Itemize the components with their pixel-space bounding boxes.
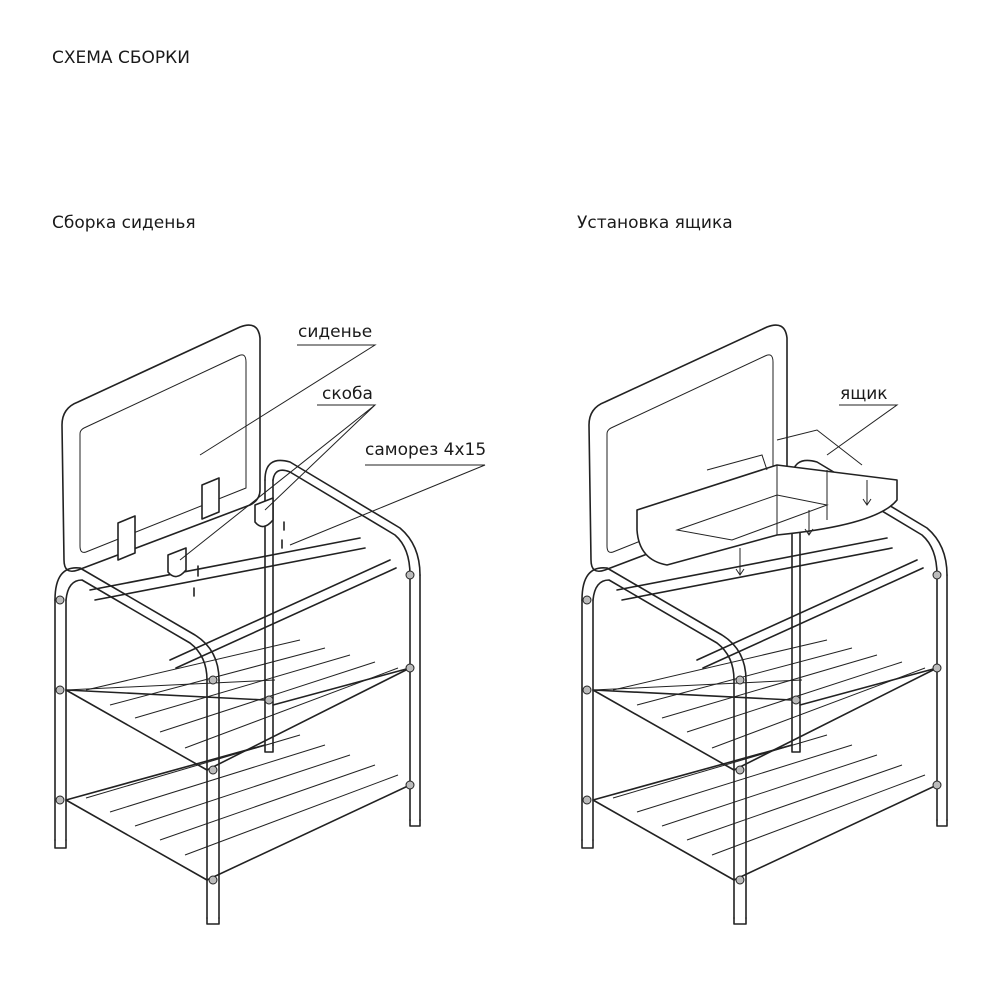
label-box: ящик — [840, 384, 888, 404]
section-heading-box: Установка ящика — [577, 213, 733, 233]
label-bracket: скоба — [322, 384, 373, 404]
bracket — [167, 547, 187, 578]
bracket — [254, 497, 274, 528]
mounting-plate — [117, 515, 136, 561]
label-seat: сиденье — [298, 322, 373, 342]
stand-seat-assembly — [54, 324, 486, 925]
stand-box-installation — [581, 324, 948, 925]
label-screw: саморез 4x15 — [365, 440, 487, 460]
arrow-icon — [735, 480, 872, 576]
screw-icon — [193, 521, 285, 597]
storage-box — [636, 464, 898, 566]
page-title: СХЕМА СБОРКИ — [52, 48, 190, 68]
mounting-plate — [201, 477, 220, 520]
section-heading-seat: Сборка сиденья — [52, 213, 196, 233]
